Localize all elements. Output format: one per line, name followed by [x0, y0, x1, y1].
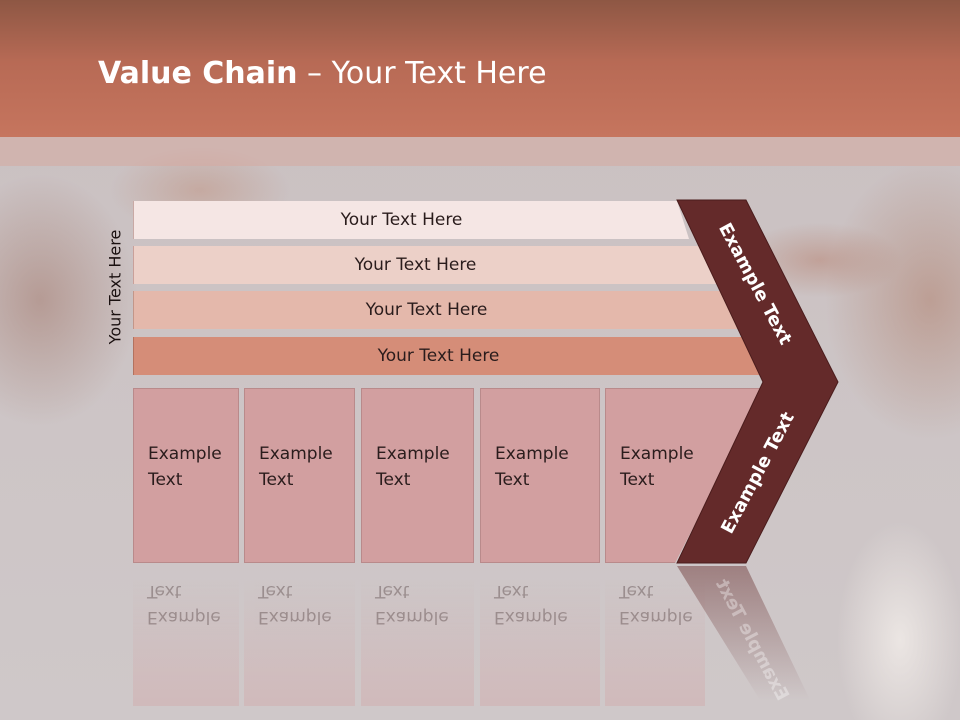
- bar-4: Your Text Here: [133, 337, 763, 375]
- column-1-line1: Example: [148, 444, 222, 464]
- title-banner: [0, 0, 960, 137]
- column-1-reflection-line1: Example: [147, 607, 221, 627]
- column-2-reflection: Example Text: [244, 566, 355, 706]
- column-5-line1: Example: [620, 444, 694, 464]
- column-5-line2: Text: [620, 470, 655, 490]
- column-4-line1: Example: [495, 444, 569, 464]
- column-1-reflection: Example Text: [133, 566, 239, 706]
- column-4-line2: Text: [495, 470, 530, 490]
- bar-1: Your Text Here: [133, 201, 689, 239]
- title-rest: – Your Text Here: [297, 56, 547, 91]
- column-2-reflection-line1: Example: [258, 607, 332, 627]
- column-4-reflection-line2: Text: [494, 581, 529, 601]
- column-1-line2: Text: [148, 470, 183, 490]
- column-3-line2: Text: [376, 470, 411, 490]
- column-4: Example Text: [480, 388, 600, 563]
- column-5-reflection-line1: Example: [619, 607, 693, 627]
- bar-3-label: Your Text Here: [365, 300, 488, 320]
- column-5-reflection-line2: Text: [619, 581, 654, 601]
- banner-strip: [0, 137, 960, 166]
- side-label-text: Your Text Here: [105, 229, 125, 345]
- column-2-reflection-line2: Text: [258, 581, 293, 601]
- bar-1-label: Your Text Here: [340, 210, 463, 230]
- slide-title: Value Chain – Your Text Here: [98, 52, 547, 96]
- column-1-reflection-line2: Text: [147, 581, 182, 601]
- column-2-line2: Text: [259, 470, 294, 490]
- column-2-line1: Example: [259, 444, 333, 464]
- title-bold: Value Chain: [98, 56, 298, 91]
- column-4-reflection: Example Text: [480, 566, 600, 706]
- bar-2: Your Text Here: [133, 246, 717, 284]
- column-2: Example Text: [244, 388, 355, 563]
- column-3-reflection: Example Text: [361, 566, 474, 706]
- column-4-reflection-line1: Example: [494, 607, 568, 627]
- column-3-line1: Example: [376, 444, 450, 464]
- column-3-reflection-line1: Example: [375, 607, 449, 627]
- column-1: Example Text: [133, 388, 239, 563]
- bar-3: Your Text Here: [133, 291, 739, 329]
- column-3: Example Text: [361, 388, 474, 563]
- column-3-reflection-line2: Text: [375, 581, 410, 601]
- column-5-reflection: Example Text: [605, 566, 705, 706]
- bar-4-label: Your Text Here: [377, 346, 500, 366]
- bar-2-label: Your Text Here: [354, 255, 477, 275]
